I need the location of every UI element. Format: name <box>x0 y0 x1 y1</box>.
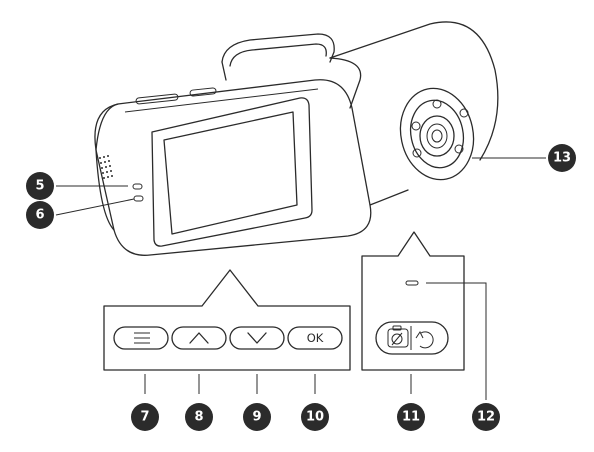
rear-lens <box>399 87 475 181</box>
down-button[interactable] <box>229 326 285 350</box>
callout-8: 8 <box>185 403 213 431</box>
callout-7: 7 <box>131 403 159 431</box>
menu-button[interactable] <box>113 326 169 350</box>
menu-icon <box>134 332 150 344</box>
callout-9-label: 9 <box>252 410 261 425</box>
camera-rotate-icon <box>387 325 434 350</box>
callout-10: 10 <box>301 403 329 431</box>
dashcam-body <box>94 21 499 256</box>
snapshot-rotate-button[interactable] <box>375 321 449 355</box>
callout-10-label: 10 <box>306 410 324 425</box>
callout-11-label: 11 <box>402 410 420 425</box>
callout-13: 13 <box>548 144 576 172</box>
ok-button-label: OK <box>307 331 324 345</box>
side-panel <box>361 231 465 371</box>
callout-8-label: 8 <box>194 410 203 425</box>
chevron-down-icon <box>247 332 267 344</box>
chevron-up-icon <box>189 332 209 344</box>
callout-9: 9 <box>243 403 271 431</box>
speaker-grille <box>99 155 113 179</box>
status-led-6 <box>133 195 144 202</box>
ok-button[interactable]: OK <box>287 326 343 350</box>
up-button[interactable] <box>171 326 227 350</box>
callout-12-label: 12 <box>477 410 495 425</box>
callout-6-label: 6 <box>35 208 44 223</box>
callout-6: 6 <box>26 201 54 229</box>
callout-12: 12 <box>472 403 500 431</box>
callout-7-label: 7 <box>140 410 149 425</box>
side-led <box>405 280 419 286</box>
callout-5-label: 5 <box>35 179 44 194</box>
button-panel: OK <box>103 269 351 371</box>
leader-lines <box>55 157 546 400</box>
callout-13-label: 13 <box>553 151 571 166</box>
status-led-5 <box>132 183 143 190</box>
callout-11: 11 <box>397 403 425 431</box>
display-screen <box>151 97 313 247</box>
callout-5: 5 <box>26 172 54 200</box>
